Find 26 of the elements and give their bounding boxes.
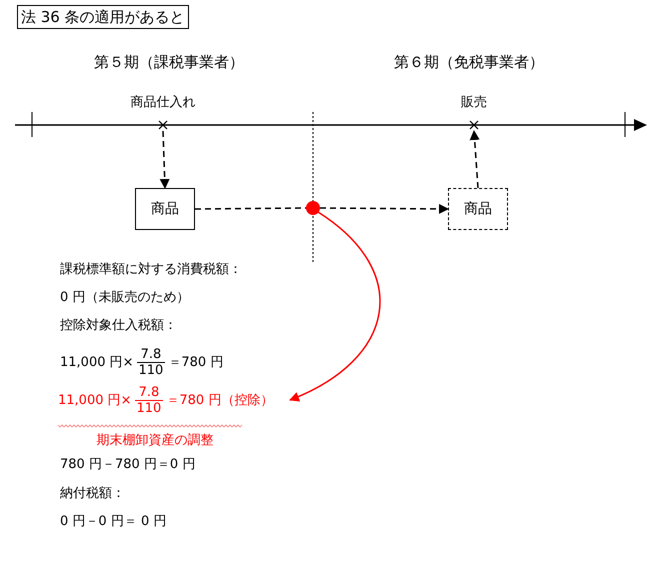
arrow xyxy=(320,204,449,214)
text-line: 0 円－0 円＝ 0 円 xyxy=(60,513,166,531)
section-heading: 期末棚卸資産の調整 xyxy=(96,432,214,450)
title-box: 法 36 条の適用があると xyxy=(17,5,189,29)
formula-text: ＝780 円（控除） xyxy=(166,392,274,409)
arrow xyxy=(160,130,170,189)
period-heading: 第６期（免税事業者） xyxy=(393,53,545,71)
text-line: 780 円－780 円＝0 円 xyxy=(60,456,196,474)
text-line: 0 円（未販売のため） xyxy=(60,289,190,307)
formula-text: ＝780 円 xyxy=(168,354,224,371)
period-heading: 第５期（課税事業者） xyxy=(93,53,245,71)
connector-line xyxy=(195,207,306,210)
event-label: 商品仕入れ xyxy=(130,95,196,111)
formula-text: 11,000 円× xyxy=(58,392,132,409)
formula-text: 11,000 円× xyxy=(60,354,134,371)
goods-box: 商品 xyxy=(135,188,195,230)
text-line: 納付税額： xyxy=(60,485,125,503)
fraction: 7.8 110 xyxy=(136,346,166,378)
arrow xyxy=(470,130,480,188)
text-line: 課税標準額に対する消費税額： xyxy=(60,261,242,279)
fraction: 7.8 110 xyxy=(134,384,164,416)
event-label: 販売 xyxy=(460,95,488,111)
junction-dot xyxy=(306,201,320,215)
arrow xyxy=(289,211,380,401)
text-line: 控除対象仕入税額： xyxy=(60,317,177,335)
goods-box: 商品 xyxy=(448,188,508,230)
